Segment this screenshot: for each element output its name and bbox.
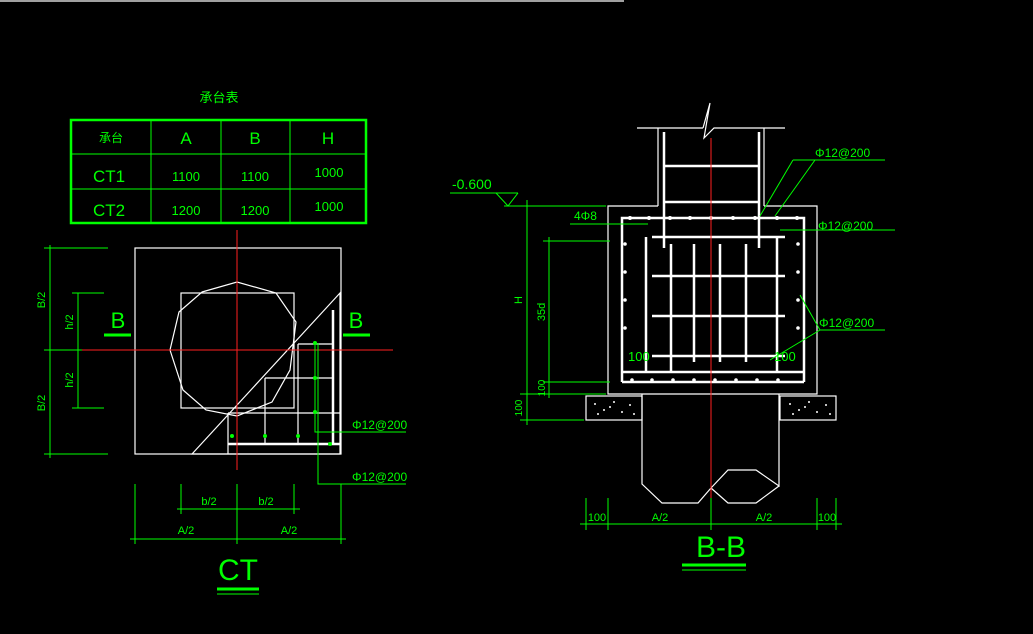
plan-view-ct[interactable]: B B B/2 B/2 h/2 h/2 b/2 b/2 A/2 A/2 Φ12@…: [36, 230, 407, 595]
dim-label: 35d: [536, 303, 548, 321]
dim-label: h/2: [64, 372, 76, 387]
cover-label-right: 100: [774, 349, 796, 364]
table-header-cell: H: [322, 129, 334, 148]
section-marker-left: B: [111, 308, 126, 333]
elevation-label: -0.600: [452, 176, 492, 192]
cap-inner-rebar: [644, 235, 785, 372]
rebar-label-top: Φ12@200: [815, 146, 870, 160]
table-header-cell: 承台: [99, 130, 123, 145]
pile-octagon: [169, 281, 297, 417]
section-view-bb[interactable]: Φ12@200 Φ12@200 Φ12@200 4Φ8 100 100 -0.6…: [450, 102, 895, 571]
rebar-dots: [623, 216, 800, 382]
table-cell: CT2: [93, 201, 125, 220]
table-title: 承台表: [199, 90, 238, 105]
dim-label: A/2: [652, 512, 669, 524]
dim-label: b/2: [258, 496, 273, 508]
rebar-leader: [317, 343, 406, 485]
table-cell: 1200: [172, 203, 201, 218]
table-border: [69, 118, 368, 225]
dim-label: A/2: [178, 525, 195, 537]
dim-label: h/2: [64, 314, 76, 329]
cut-section-outline: [190, 291, 341, 455]
cap-outline: [607, 205, 818, 395]
rebar-label: Φ12@200: [352, 418, 407, 432]
rebar-leaders: [570, 159, 895, 361]
dim-label: B/2: [36, 395, 48, 412]
dim-label: 100: [588, 512, 606, 524]
blinding-hatch: [594, 401, 831, 415]
dim-label: A/2: [281, 525, 298, 537]
dim-label: 100: [818, 512, 836, 524]
elevation-triangle: [495, 192, 519, 207]
stirrup-label: 4Φ8: [574, 209, 597, 223]
dim-label: A/2: [756, 512, 773, 524]
dim-label: 100: [514, 399, 525, 416]
cover-label-left: 100: [628, 349, 650, 364]
table-cell: 1000: [315, 165, 344, 180]
table-header-cell: B: [249, 129, 260, 148]
dim-label: H: [513, 296, 525, 304]
section-title: B-B: [696, 531, 746, 564]
table-header-cell: A: [180, 129, 192, 148]
blinding-left: [585, 395, 643, 421]
section-marker-right: B: [349, 308, 364, 333]
rebar-leader: [314, 344, 406, 433]
table-cell: CT1: [93, 167, 125, 186]
table-cell: 1100: [241, 169, 269, 184]
table-cell: 1000: [315, 199, 344, 214]
cap-outline: [134, 247, 342, 455]
dim-label: b/2: [201, 496, 216, 508]
rebar-label-mid: Φ12@200: [819, 316, 874, 330]
rebar-label-side: Φ12@200: [818, 219, 873, 233]
dim-label: 100: [537, 379, 548, 396]
table-cell: 1100: [172, 169, 200, 184]
pile-cap-table: 承台表 承台 A B H CT1 1100 1100 1000 CT2 1200…: [69, 90, 368, 225]
blinding-right: [779, 395, 837, 421]
dim-label: B/2: [36, 292, 48, 309]
plan-title: CT: [218, 554, 258, 587]
pile-outline: [710, 485, 780, 504]
table-cell: 1200: [241, 203, 270, 218]
rebar-label: Φ12@200: [352, 470, 407, 484]
break-line: [702, 102, 785, 140]
